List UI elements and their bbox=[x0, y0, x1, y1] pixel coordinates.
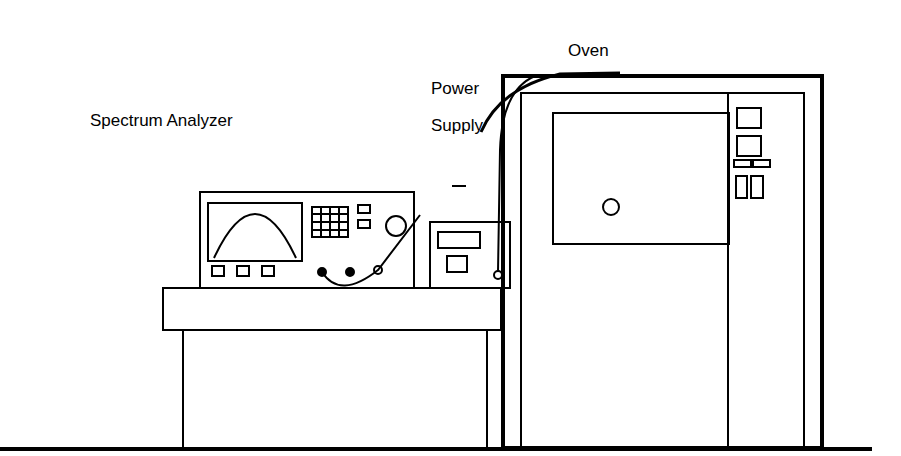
device-label: Spectrum Analyzer bbox=[90, 110, 233, 132]
device-label: Power Supply bbox=[431, 70, 493, 144]
cable bbox=[452, 185, 466, 187]
table-body bbox=[183, 330, 487, 449]
spectrum-analyzer bbox=[200, 192, 414, 288]
power-supply bbox=[430, 222, 510, 288]
oven bbox=[503, 76, 822, 448]
device-label: Oven bbox=[568, 40, 609, 62]
table-top bbox=[163, 288, 501, 330]
cable bbox=[322, 215, 420, 286]
